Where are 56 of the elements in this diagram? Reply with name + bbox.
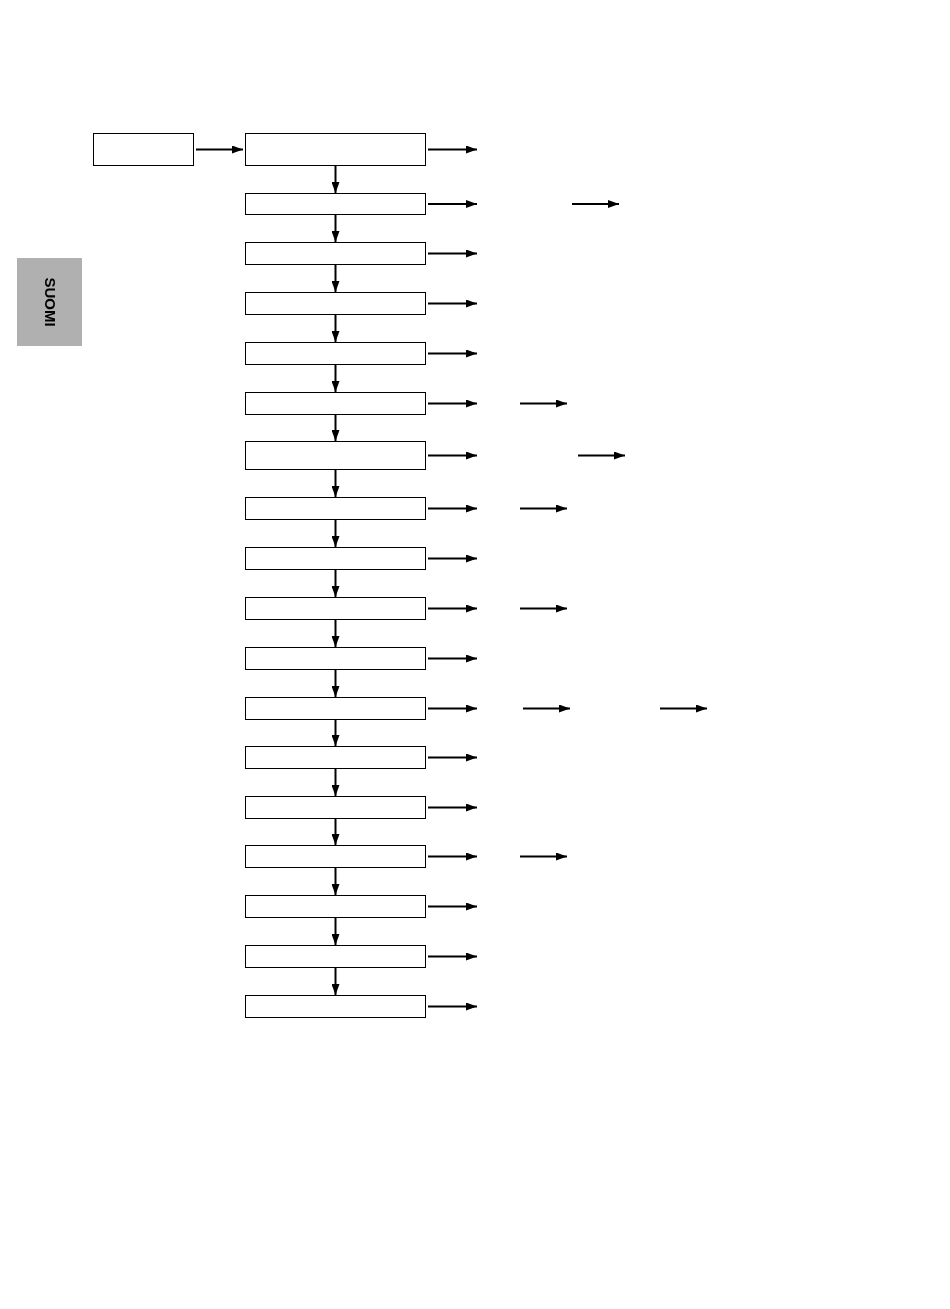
arrow xyxy=(427,349,478,358)
process-box xyxy=(245,845,426,868)
arrow xyxy=(427,249,478,258)
arrow xyxy=(331,469,340,498)
arrow xyxy=(427,704,478,713)
arrow xyxy=(331,314,340,343)
arrow xyxy=(331,719,340,747)
process-box xyxy=(245,133,426,166)
arrow xyxy=(331,669,340,698)
arrow xyxy=(427,1002,478,1011)
process-box xyxy=(93,133,194,166)
process-box xyxy=(245,995,426,1018)
arrow xyxy=(427,654,478,663)
arrow xyxy=(331,619,340,648)
arrow xyxy=(427,803,478,812)
arrow xyxy=(331,768,340,797)
process-box xyxy=(245,895,426,918)
arrow xyxy=(331,165,340,194)
arrow xyxy=(427,504,478,513)
process-box xyxy=(245,697,426,720)
arrow xyxy=(331,867,340,896)
arrow xyxy=(331,569,340,598)
process-box xyxy=(245,547,426,570)
process-box xyxy=(245,597,426,620)
arrow xyxy=(331,364,340,393)
process-box xyxy=(245,647,426,670)
arrow xyxy=(427,299,478,308)
process-box xyxy=(245,193,426,215)
arrow xyxy=(331,264,340,293)
process-box xyxy=(245,342,426,365)
process-box xyxy=(245,392,426,415)
arrow xyxy=(427,753,478,762)
arrow xyxy=(427,902,478,911)
arrow xyxy=(427,554,478,563)
arrow xyxy=(331,818,340,846)
process-box xyxy=(245,242,426,265)
process-box xyxy=(245,746,426,769)
arrow xyxy=(331,519,340,548)
process-box xyxy=(245,292,426,315)
arrow xyxy=(331,917,340,946)
process-box xyxy=(245,441,426,470)
arrow xyxy=(427,852,478,861)
side-tab-label: SUOMI xyxy=(41,277,59,327)
arrow xyxy=(427,604,478,613)
arrow xyxy=(427,399,478,408)
arrow xyxy=(331,967,340,996)
process-box xyxy=(245,497,426,520)
arrow xyxy=(427,952,478,961)
arrow xyxy=(331,414,340,442)
arrow xyxy=(427,200,478,208)
arrow xyxy=(427,145,478,154)
process-box xyxy=(245,945,426,968)
arrow xyxy=(331,214,340,243)
process-box xyxy=(245,796,426,819)
arrow xyxy=(195,145,244,154)
arrow xyxy=(427,451,478,460)
